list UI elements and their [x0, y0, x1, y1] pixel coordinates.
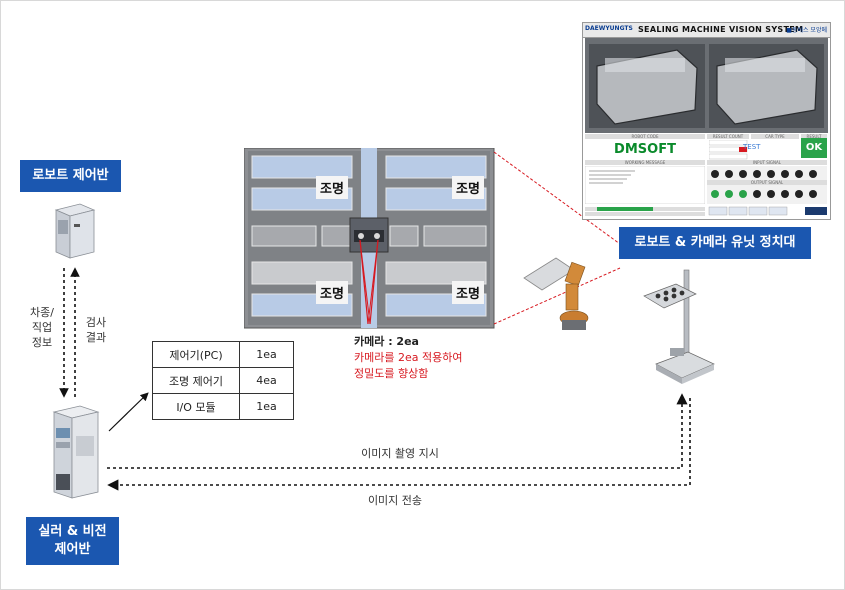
- table-row: 제어기(PC) 1ea: [153, 342, 294, 368]
- sealer-panel-label: 실러 & 비전 제어반: [26, 517, 119, 565]
- camera-title: 카메라 : 2ea: [354, 334, 462, 350]
- car-type-value: TEST: [743, 143, 760, 151]
- hmi-logo: DAEWYUNGTS: [585, 25, 633, 32]
- camera-note: 카메라를 2ea 적용하여: [354, 350, 462, 366]
- part-name-cell: 제어기(PC): [153, 342, 240, 368]
- vision-system-screen: DAEWYUNGTS SEALING MACHINE VISION SYSTEM…: [582, 22, 831, 220]
- hmi-logo-right: ■동베스 모앙메: [786, 25, 827, 34]
- camera-images: [585, 38, 828, 133]
- brand-display: DMSOFT: [585, 142, 705, 160]
- image-capture-text: 이미지 촬영 지시: [340, 447, 460, 462]
- light-label: 조명: [452, 281, 484, 304]
- light-label: 조명: [316, 281, 348, 304]
- signal-arrows-horizontal: [104, 392, 694, 492]
- image-transfer-text: 이미지 전송: [345, 494, 445, 509]
- car-type-caption: CAR TYPE: [751, 134, 799, 139]
- camera-description: 카메라 : 2ea 카메라를 2ea 적용하여 정밀도를 향상함: [354, 334, 462, 382]
- working-message-caption: WORKING MESSAGE: [585, 160, 705, 165]
- output-signal-caption: OUTPUT SIGNAL: [707, 180, 827, 185]
- light-label: 조명: [452, 176, 484, 199]
- robot-camera-unit-label: 로보트 & 카메라 유닛 정치대: [619, 227, 811, 259]
- result-count-caption: RESULT COUNT: [707, 134, 749, 139]
- sealer-cabinet-icon: [46, 402, 104, 502]
- part-qty-cell: 4ea: [240, 368, 294, 394]
- robot-cabinet-icon: [50, 202, 98, 260]
- camera-note: 정밀도를 향상함: [354, 366, 462, 382]
- hmi-title: SEALING MACHINE VISION SYSTEM: [638, 25, 803, 34]
- table-row: 조명 제어기 4ea: [153, 368, 294, 394]
- result-ok-indicator: OK: [801, 138, 827, 158]
- robot-arm-icon: [522, 248, 597, 336]
- camera-stand-icon: [640, 268, 720, 388]
- light-label: 조명: [316, 176, 348, 199]
- part-qty-cell: 1ea: [240, 342, 294, 368]
- hmi-header: DAEWYUNGTS SEALING MACHINE VISION SYSTEM…: [583, 23, 830, 38]
- input-signal-caption: INPUT SIGNAL: [707, 160, 827, 165]
- signal-lamps: [707, 166, 827, 204]
- robot-code-caption: ROBOT CODE: [585, 134, 705, 139]
- inspection-result-text: 검사 결과: [81, 316, 111, 346]
- car-info-text: 차종/ 직업 정보: [22, 306, 62, 351]
- working-message-list: [585, 166, 705, 204]
- part-name-cell: 조명 제어기: [153, 368, 240, 394]
- robot-panel-label: 로보트 제어반: [20, 160, 121, 192]
- progress-and-buttons: [585, 206, 828, 217]
